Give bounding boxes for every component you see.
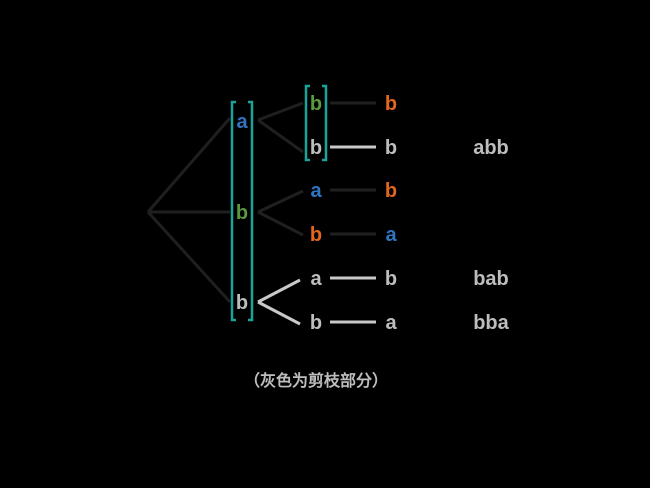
node-l3-1: b: [385, 93, 397, 115]
edge-a-b2: [257, 118, 304, 154]
result-abb: abb: [473, 137, 509, 159]
edge-bmid-a: [257, 189, 304, 214]
node-l3-3: b: [385, 180, 397, 202]
edge-root-a: [146, 117, 232, 213]
level2-nodes: b b a b a b: [310, 93, 323, 334]
node-l3-4: a: [385, 224, 397, 246]
node-l3-5: b: [385, 268, 397, 290]
node-l2-6: b: [310, 312, 322, 334]
result-bba: bba: [473, 312, 509, 334]
edge-root-b-low: [146, 210, 232, 304]
level3-nodes: b b b a b a: [385, 93, 398, 334]
edge-bmid-b: [257, 210, 304, 237]
node-l1-a: a: [236, 111, 248, 133]
edge-blow-a: [257, 278, 301, 304]
result-labels: abb bab bba: [473, 137, 509, 334]
node-l3-6: a: [385, 312, 397, 334]
node-l1-b-mid: b: [236, 202, 248, 224]
level1-edges: [257, 101, 304, 326]
node-l2-5: a: [310, 268, 322, 290]
node-l2-4: b: [310, 224, 322, 246]
edge-blow-b: [257, 300, 301, 326]
level1-nodes: a b b: [236, 111, 249, 314]
node-l2-1: b: [310, 93, 322, 115]
result-bab: bab: [473, 268, 509, 290]
root-edges: [146, 117, 232, 304]
node-l1-b-low: b: [236, 292, 248, 314]
node-l2-2: b: [310, 137, 322, 159]
dedup-highlight-boxes: [230, 84, 328, 322]
level2-edges: [330, 101, 376, 324]
caption-note: （灰色为剪枝部分）: [244, 371, 388, 390]
node-l2-3: a: [310, 180, 322, 202]
node-l3-2: b: [385, 137, 397, 159]
edge-a-b1: [257, 101, 304, 122]
